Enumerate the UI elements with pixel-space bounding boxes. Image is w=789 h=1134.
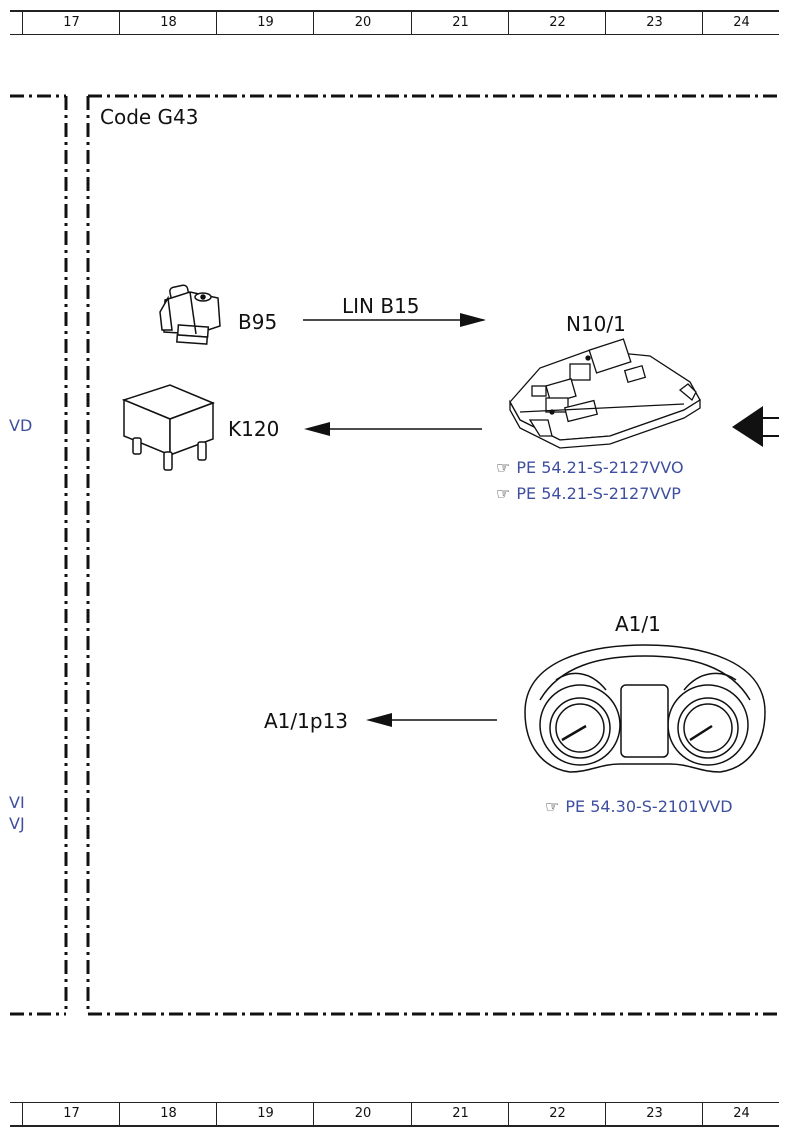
a1-1-instrument-cluster-icon [524,644,766,773]
pointing-hand-icon: ☞ [496,458,511,477]
ruler-column: 22 [508,12,606,34]
document-link-n10-1-vvo[interactable]: ☞ PE 54.21-S-2127VVO [496,458,684,477]
component-label-n10-1: N10/1 [566,312,626,336]
ruler-column: 18 [119,1103,217,1125]
component-label-b95: B95 [238,310,278,334]
pointing-hand-icon: ☞ [496,484,511,503]
document-link-n10-1-vvp[interactable]: ☞ PE 54.21-S-2127VVP [496,484,681,503]
document-link-text[interactable]: PE 54.21-S-2127VVO [516,458,684,477]
ruler-column: 21 [411,12,509,34]
b95-sensor-icon [159,284,221,345]
arrowhead-icon [460,313,486,327]
n10-1-control-unit-icon [509,338,701,449]
ruler-column: 17 [22,12,120,34]
document-link-text[interactable]: PE 54.30-S-2101VVD [565,797,733,816]
signal-label-a1-1p13: A1/1p13 [264,709,349,733]
ruler-column: 21 [411,1103,509,1125]
ruler-column: 20 [313,1103,412,1125]
arrowhead-icon [366,713,392,727]
ruler-column: 24 [702,1103,780,1125]
continuation-arrow-icon [732,406,779,447]
column-ruler-top: 17 18 19 20 21 22 23 24 [10,10,779,35]
ruler-column: 19 [216,12,314,34]
arrowhead-icon [304,422,330,436]
option-frame-g43 [86,94,779,1016]
ruler-column: 23 [605,1103,703,1125]
ruler-column: 19 [216,1103,314,1125]
option-frame-left [10,94,68,1016]
component-label-a1-1: A1/1 [615,612,661,636]
document-link-text[interactable]: PE 54.21-S-2127VVP [516,484,681,503]
component-label-k120: K120 [228,417,280,441]
ruler-column: 17 [22,1103,120,1125]
ruler-column: 24 [702,12,780,34]
sheet-reference-vd[interactable]: VD [9,416,33,435]
ruler-column: 20 [313,12,412,34]
column-ruler-bottom: 17 18 19 20 21 22 23 24 [10,1102,779,1127]
option-code-label: Code G43 [100,105,199,129]
ruler-column: 22 [508,1103,606,1125]
ruler-column: 18 [119,12,217,34]
document-link-a1-1-vvd[interactable]: ☞ PE 54.30-S-2101VVD [545,797,733,816]
sheet-reference-vi[interactable]: VI [9,793,25,812]
k120-relay-icon [121,384,216,471]
sheet-reference-vj[interactable]: VJ [9,814,25,833]
ruler-column: 23 [605,12,703,34]
signal-label-lin-b15: LIN B15 [342,294,420,318]
pointing-hand-icon: ☞ [545,797,560,816]
